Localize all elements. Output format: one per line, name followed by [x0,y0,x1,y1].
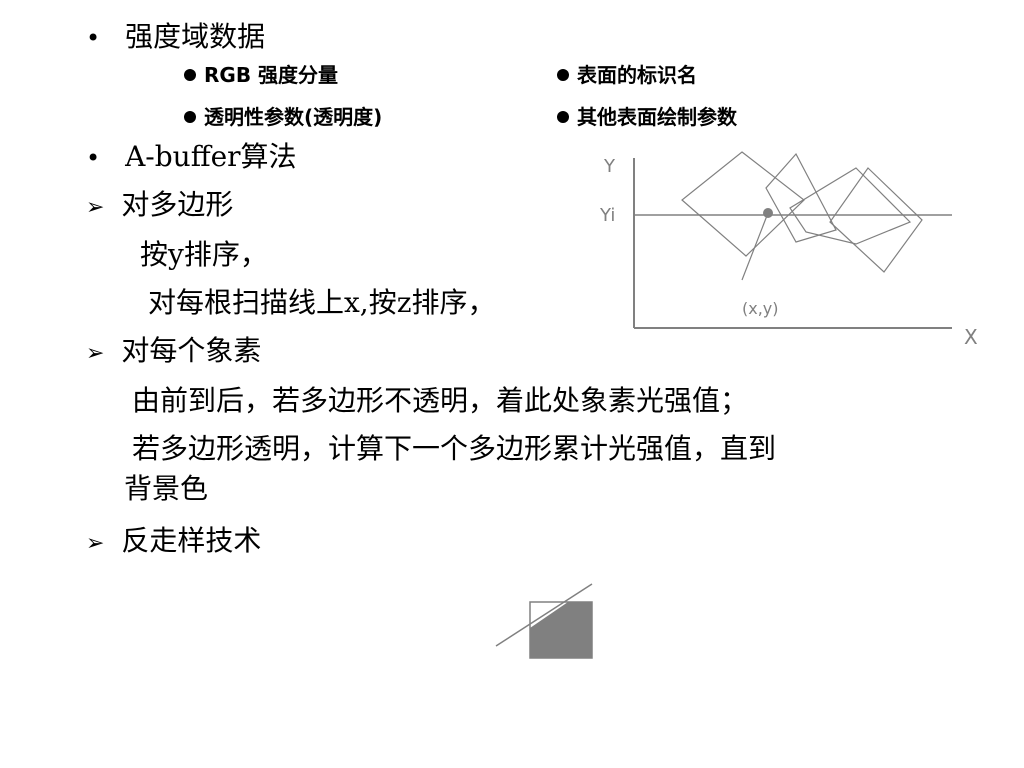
sub-bullet-dot [557,68,569,81]
arrow-bullet-icon: ➢ [86,195,105,220]
bullet-text: 对每个象素 [121,334,262,367]
bullet-text: 对多边形 [121,188,234,221]
polygon-1 [681,151,805,257]
bullet-text: A-buffer算法 [125,140,297,173]
x-axis-label: X [964,325,978,349]
sub-item-rgb: RGB 强度分量 [184,62,338,88]
sub-item-transparency: 透明性参数(透明度) [184,104,382,130]
y-axis-label: Y [603,156,616,177]
antialiasing-pixel-diagram [495,583,593,659]
polygon-3 [789,167,912,245]
bullet-dot: • [86,144,101,172]
pixel-coverage-area [530,602,592,658]
bullet-polygons: ➢ 对多边形 [86,188,233,225]
bullet-intensity-data: • 强度域数据 [86,20,265,55]
bullet-dot: • [86,24,101,52]
bullet-a-buffer: • A-buffer算法 [86,140,297,175]
edge-line [495,583,593,647]
scanline-polygons-diagram: Y Yi X (x,y) [599,151,978,349]
bullet-antialiasing: ➢ 反走样技术 [86,524,261,561]
text-transparent-accumulate: 若多边形透明，计算下一个多边形累计光强值，直到 [132,432,777,465]
sub-item-surface-id: 表面的标识名 [557,62,697,88]
point-label: (x,y) [742,299,779,318]
polygon-2 [765,152,837,243]
arrow-bullet-icon: ➢ [86,531,105,556]
bullet-text: 反走样技术 [121,524,262,557]
text-front-to-back: 由前到后，若多边形不透明，着此处象素光强值； [132,384,749,417]
text-background-color: 背景色 [124,472,209,505]
sub-bullet-dot [557,110,569,123]
bullet-each-pixel: ➢ 对每个象素 [86,334,261,371]
text-sort-y: 按y排序， [140,238,268,271]
sub-bullet-dot [184,68,196,81]
yi-label: Yi [599,205,615,226]
sub-item-other-params: 其他表面绘制参数 [557,104,737,130]
polygon-4 [829,167,923,273]
sub-bullet-dot [184,110,196,123]
arrow-bullet-icon: ➢ [86,341,105,366]
text-sort-z: 对每根扫描线上x,按z排序， [148,286,496,319]
point-leader-line [741,212,769,281]
bullet-text: 强度域数据 [125,20,266,53]
